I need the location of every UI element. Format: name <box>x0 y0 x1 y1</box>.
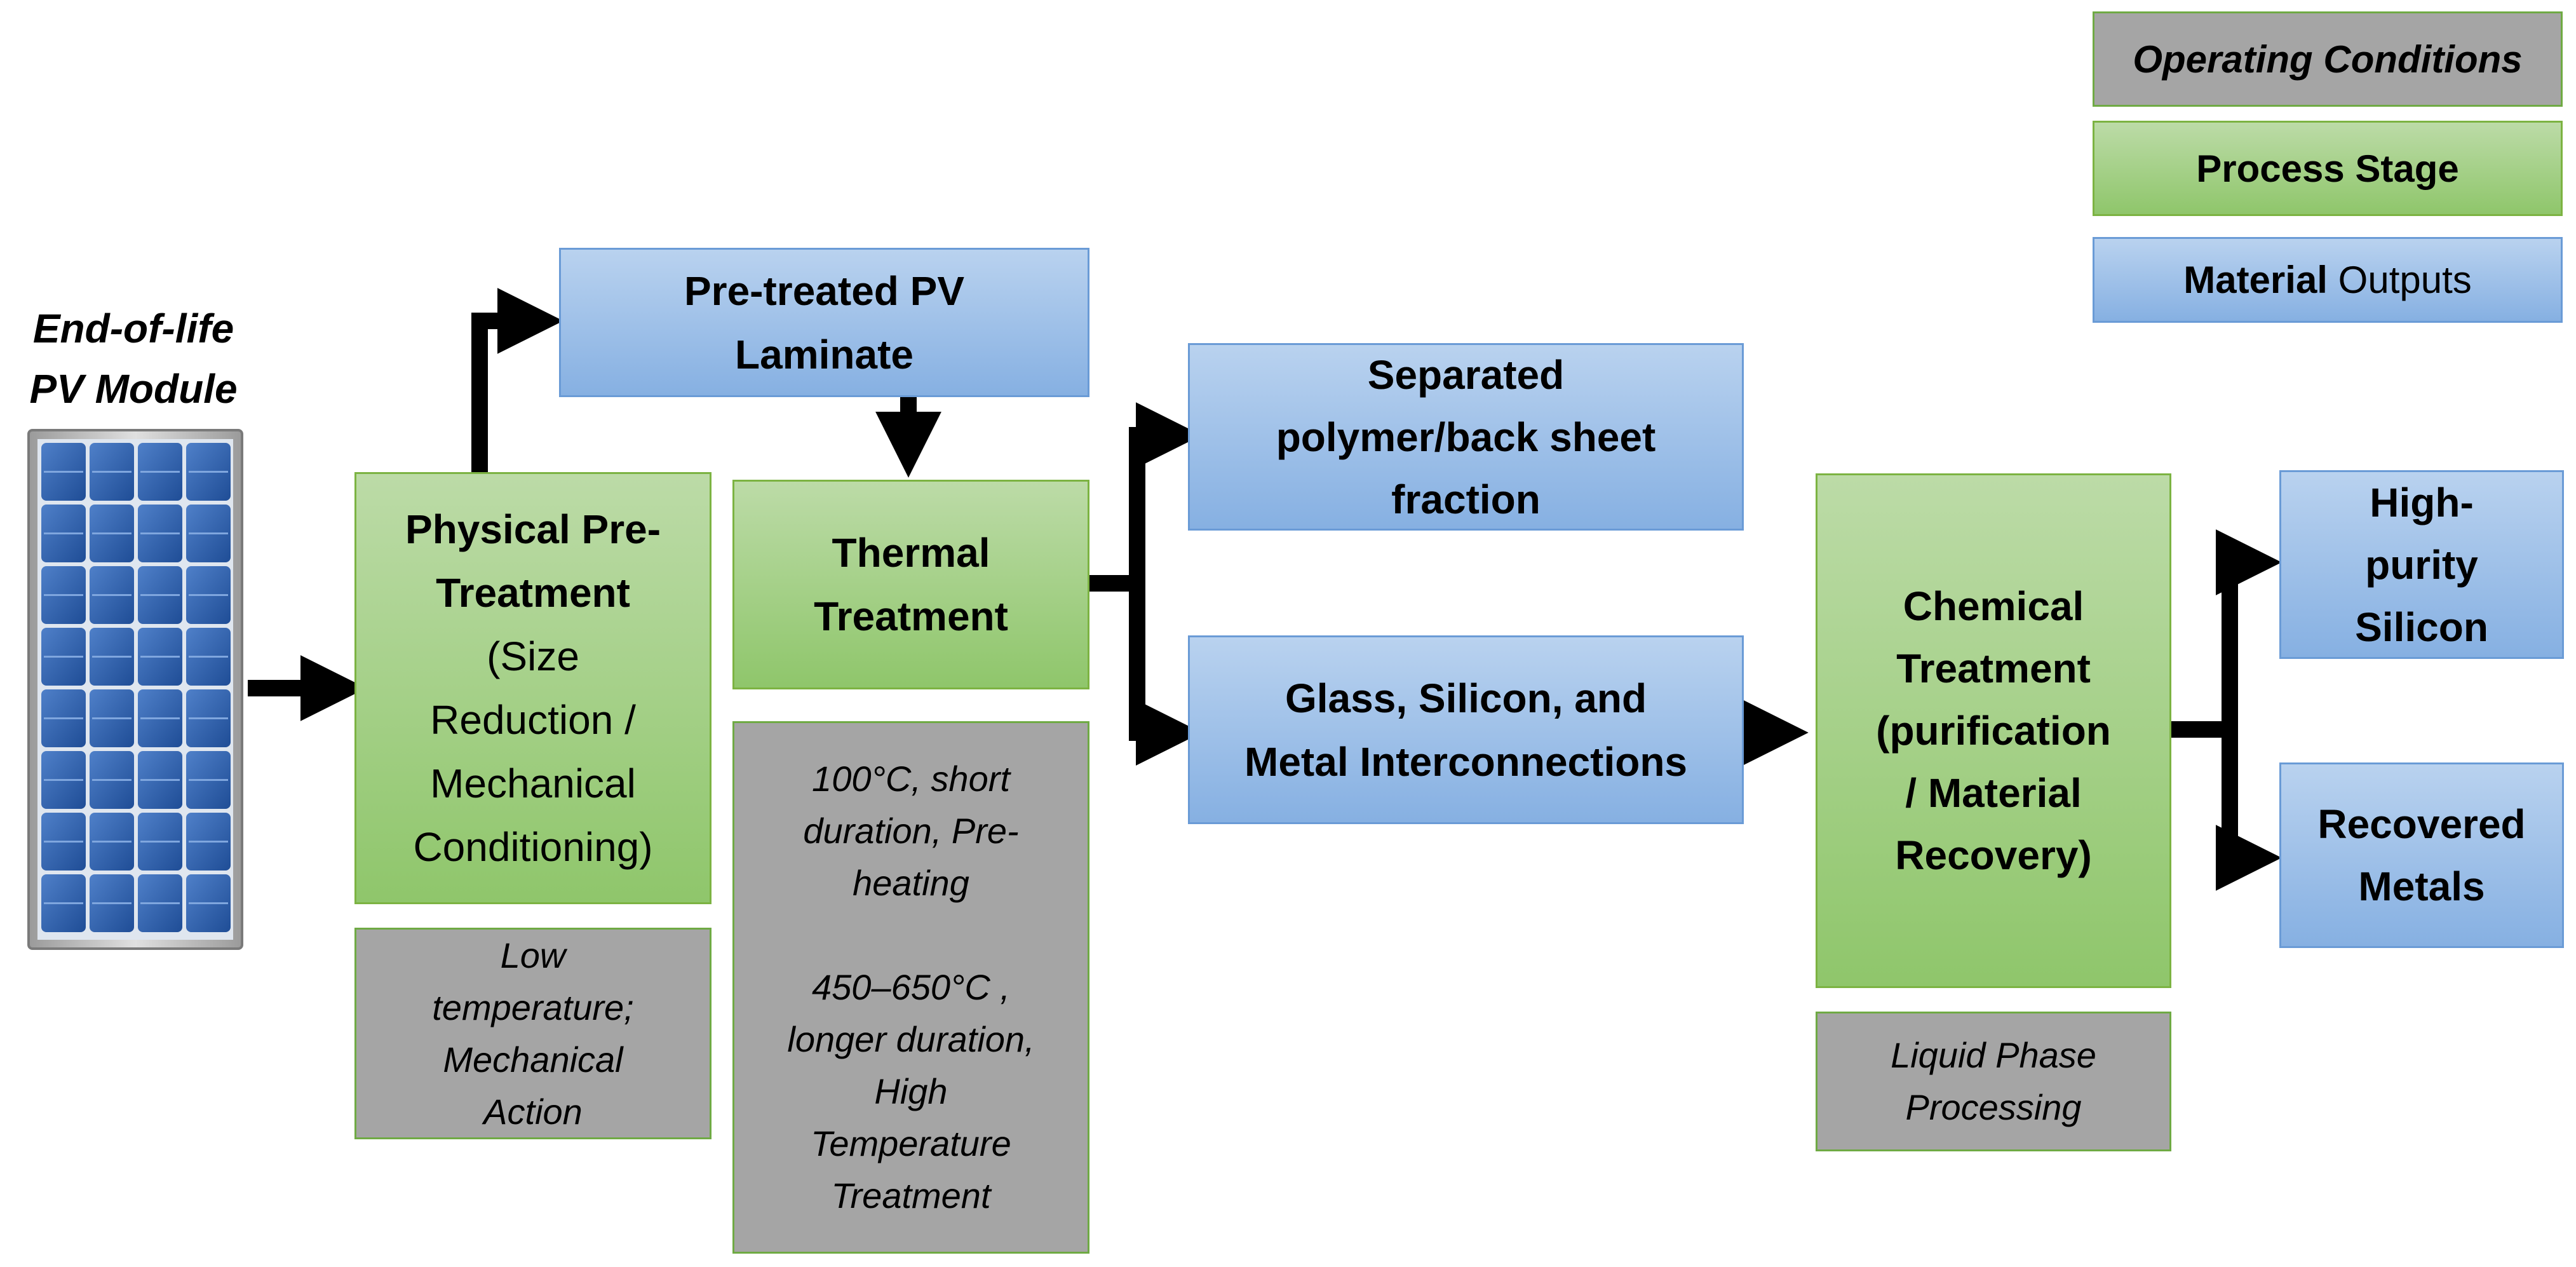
chemical-title-line-1: Chemical <box>1903 583 2084 629</box>
physical-conditions: Low temperature; Mechanical Action <box>354 928 711 1139</box>
laminate-line-1: Pre-treated PV <box>684 268 965 314</box>
physical-pretreatment-stage: Physical Pre- Treatment (Size Reduction … <box>354 472 711 904</box>
physical-title-line-2: Treatment <box>436 570 630 616</box>
thermal-title-line-1: Thermal <box>832 530 990 576</box>
chemical-cond-line-2: Processing <box>1905 1087 2082 1127</box>
chemical-title-line-4: / Material <box>1905 770 2082 816</box>
silicon-line-1: High- <box>2370 479 2474 525</box>
module-title-line-1: End-of-life <box>32 306 234 351</box>
glass-line-1: Glass, Silicon, and <box>1285 675 1647 721</box>
physical-desc-line-2: Reduction / <box>430 697 636 743</box>
arrow-thermal-to-polymer <box>1129 402 1202 583</box>
legend-material-outputs-bold: Material <box>2183 259 2328 301</box>
chemical-cond-line-1: Liquid Phase <box>1891 1035 2096 1075</box>
metals-line-2: Metals <box>2358 864 2485 909</box>
physical-cond-line-2: temperature; <box>432 987 634 1027</box>
glass-line-2: Metal Interconnections <box>1244 738 1687 785</box>
thermal-cond-line-2: duration, Pre- <box>803 811 1019 851</box>
thermal-cond-line-1: 100°C, short <box>812 759 1010 799</box>
legend-operating-conditions-label: Operating Conditions <box>2133 37 2523 81</box>
physical-desc-line-1: (Size <box>487 634 579 679</box>
polymer-line-2: polymer/back sheet <box>1276 414 1656 460</box>
thermal-cond-line-6: longer duration, <box>787 1019 1035 1059</box>
polymer-line-3: fraction <box>1391 476 1541 522</box>
legend-process-stage-label: Process Stage <box>2196 147 2459 190</box>
physical-cond-line-4: Action <box>483 1091 583 1132</box>
solar-panel-icon <box>27 429 243 950</box>
silicon-line-3: Silicon <box>2355 604 2488 650</box>
thermal-treatment-stage: Thermal Treatment <box>732 480 1089 689</box>
metals-line-1: Recovered <box>2317 801 2526 847</box>
chemical-title-line-2: Treatment <box>1896 646 2091 691</box>
polymer-line-1: Separated <box>1367 351 1565 398</box>
legend-process-stage: Process Stage <box>2093 121 2563 216</box>
arrow-thermal-to-glass <box>1129 583 1202 766</box>
legend-material-outputs-rest: Outputs <box>2327 259 2472 301</box>
high-purity-silicon-output: High- purity Silicon <box>2279 470 2564 659</box>
recovered-metals-output: Recovered Metals <box>2279 762 2564 948</box>
arrow-chemical-to-metals <box>2215 729 2282 891</box>
thermal-cond-line-3: heating <box>853 863 969 903</box>
physical-title-line-1: Physical Pre- <box>405 506 661 552</box>
arrow-physical-to-laminate <box>471 288 563 472</box>
thermal-cond-line-8: Temperature <box>811 1123 1011 1163</box>
legend-material-outputs: Material Outputs <box>2093 237 2563 323</box>
physical-cond-line-3: Mechanical <box>443 1039 623 1080</box>
arrow-chemical-to-silicon <box>2215 529 2282 729</box>
physical-desc-line-4: Conditioning) <box>413 824 653 870</box>
thermal-cond-line-5: 450–650°C , <box>812 967 1010 1007</box>
laminate-line-2: Laminate <box>735 331 914 377</box>
chemical-conditions: Liquid Phase Processing <box>1816 1012 2171 1151</box>
thermal-conditions: 100°C, short duration, Pre- heating 450–… <box>732 721 1089 1254</box>
separated-polymer-output: Separated polymer/back sheet fraction <box>1188 343 1744 531</box>
thermal-title-line-2: Treatment <box>814 593 1008 639</box>
chemical-title-line-5: Recovery) <box>1895 832 2092 878</box>
module-title-line-2: PV Module <box>29 366 238 412</box>
chemical-treatment-stage: Chemical Treatment (purification / Mater… <box>1816 473 2171 988</box>
glass-silicon-metal-output: Glass, Silicon, and Metal Interconnectio… <box>1188 635 1744 824</box>
pretreated-laminate-output: Pre-treated PV Laminate <box>559 248 1089 397</box>
silicon-line-2: purity <box>2365 541 2478 588</box>
chemical-title-line-3: (purification <box>1876 708 2111 754</box>
thermal-cond-line-9: Treatment <box>831 1176 991 1216</box>
physical-desc-line-3: Mechanical <box>430 761 636 806</box>
thermal-cond-line-7: High <box>874 1071 948 1111</box>
module-title: End-of-life PV Module <box>0 299 267 419</box>
physical-cond-line-1: Low <box>500 935 566 975</box>
legend-operating-conditions: Operating Conditions <box>2093 11 2563 107</box>
